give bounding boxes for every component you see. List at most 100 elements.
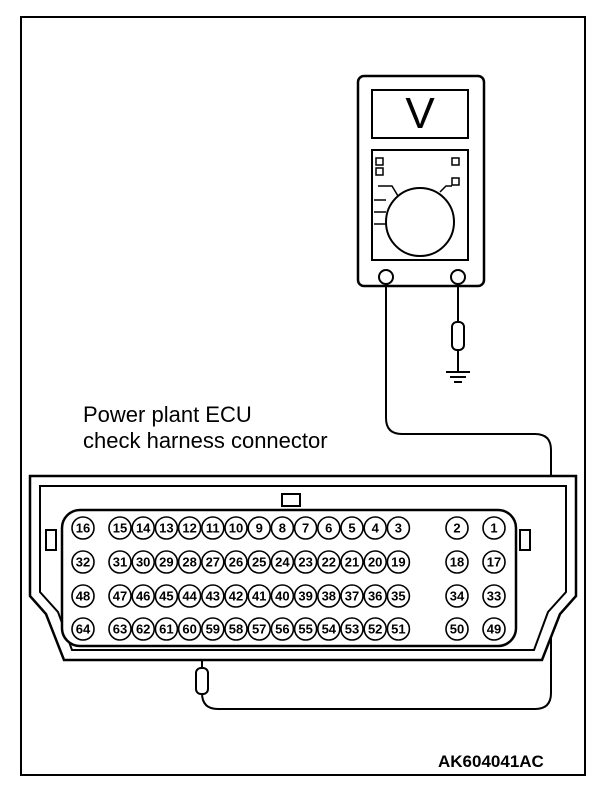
pin-40-circle	[270, 584, 295, 608]
test-lead-positive	[201, 284, 552, 710]
pin-42-label: 42	[229, 589, 243, 604]
connector-title-line1: Power plant ECU	[83, 402, 252, 427]
pin-12-label: 12	[182, 521, 196, 536]
pin-16-circle	[71, 516, 95, 540]
pin-56-circle	[270, 617, 295, 641]
pin-64-circle	[71, 617, 95, 641]
pin-30-circle	[131, 550, 155, 574]
pin-7-circle	[293, 516, 318, 540]
pin-36-label: 36	[368, 589, 382, 604]
pin-48-circle	[71, 584, 95, 608]
pin-6-label: 6	[325, 521, 332, 536]
connector-face	[60, 508, 518, 648]
pin-10-circle	[224, 516, 248, 540]
pin-4-label: 4	[372, 521, 380, 536]
pin-52-label: 52	[368, 622, 382, 637]
pin-20-label: 20	[368, 555, 382, 570]
pin-18-circle	[445, 550, 469, 574]
pin-19-label: 19	[391, 555, 405, 570]
pin-54-label: 54	[322, 622, 337, 637]
pin-60-label: 60	[182, 622, 196, 637]
pin-32-circle	[71, 550, 95, 574]
selector-dial	[385, 187, 455, 257]
pin-56-label: 56	[275, 622, 289, 637]
pin-53-label: 53	[345, 622, 359, 637]
figure-frame	[20, 16, 586, 776]
pin-10-label: 10	[229, 521, 243, 536]
pin-41-label: 41	[252, 589, 266, 604]
pin-62-circle	[131, 617, 155, 641]
pin-26-label: 26	[229, 555, 243, 570]
pin-29-circle	[154, 550, 179, 574]
pin-41-circle	[247, 584, 272, 608]
pin-17-label: 17	[487, 555, 501, 570]
pin-15-label: 15	[113, 521, 127, 536]
pin-23-label: 23	[298, 555, 312, 570]
pin-11-label: 11	[206, 521, 220, 536]
connector-latch-right	[519, 529, 531, 551]
pin-58-circle	[224, 617, 248, 641]
pin-38-circle	[316, 584, 341, 608]
pin-31-circle	[108, 550, 132, 574]
pin-23-circle	[293, 550, 318, 574]
pin-39-circle	[293, 584, 318, 608]
pin-29-label: 29	[159, 555, 173, 570]
pin-25-circle	[247, 550, 272, 574]
pin-45-circle	[154, 584, 179, 608]
pin-59-circle	[201, 617, 225, 641]
pin-44-label: 44	[182, 589, 197, 604]
pin-54-circle	[316, 617, 341, 641]
pin-1-label: 1	[490, 521, 497, 536]
pin-11-circle	[201, 516, 225, 540]
pin-42-circle	[224, 584, 248, 608]
connector-key	[281, 493, 301, 507]
pin-4-circle	[363, 516, 388, 540]
pin-20-circle	[363, 550, 388, 574]
pin-37-circle	[340, 584, 364, 608]
pin-1-circle	[482, 516, 506, 540]
pin-3-circle	[386, 516, 411, 540]
pin-43-label: 43	[206, 589, 220, 604]
pin-7-label: 7	[302, 521, 309, 536]
pin-59-label: 59	[206, 622, 220, 637]
pin-33-circle	[482, 584, 506, 608]
pin-34-circle	[445, 584, 469, 608]
pin-13-label: 13	[159, 521, 173, 536]
pin-5-label: 5	[348, 521, 355, 536]
ground-lead	[446, 284, 470, 383]
pin-22-label: 22	[322, 555, 336, 570]
pin-8-label: 8	[279, 521, 286, 536]
pin-64-label: 64	[76, 622, 91, 637]
pin-28-label: 28	[182, 555, 196, 570]
pin-58-label: 58	[229, 622, 243, 637]
pin-47-circle	[108, 584, 132, 608]
pin-61-circle	[154, 617, 179, 641]
pin-55-label: 55	[298, 622, 312, 637]
pin-2-label: 2	[453, 521, 460, 536]
pin-9-circle	[247, 516, 272, 540]
pin-49-label: 49	[487, 622, 501, 637]
pin-2-circle	[445, 516, 469, 540]
pin-24-label: 24	[275, 555, 290, 570]
pin-16-label: 16	[76, 521, 90, 536]
pin-47-label: 47	[113, 589, 127, 604]
pin-18-label: 18	[450, 555, 464, 570]
pin-14-label: 14	[136, 521, 151, 536]
figure-id: AK604041AC	[438, 752, 544, 771]
pin-44-circle	[177, 584, 202, 608]
pin-22-circle	[316, 550, 341, 574]
pin-48-label: 48	[76, 589, 90, 604]
pin-50-label: 50	[450, 622, 464, 637]
pin-19-circle	[386, 550, 411, 574]
meter-display-symbol: V	[405, 89, 435, 138]
pin-53-circle	[340, 617, 364, 641]
pin-27-label: 27	[206, 555, 220, 570]
pin-38-label: 38	[322, 589, 336, 604]
pin-37-label: 37	[345, 589, 359, 604]
connector-latch-left	[45, 529, 57, 551]
pin-6-circle	[316, 516, 341, 540]
pin-34-label: 34	[450, 589, 465, 604]
